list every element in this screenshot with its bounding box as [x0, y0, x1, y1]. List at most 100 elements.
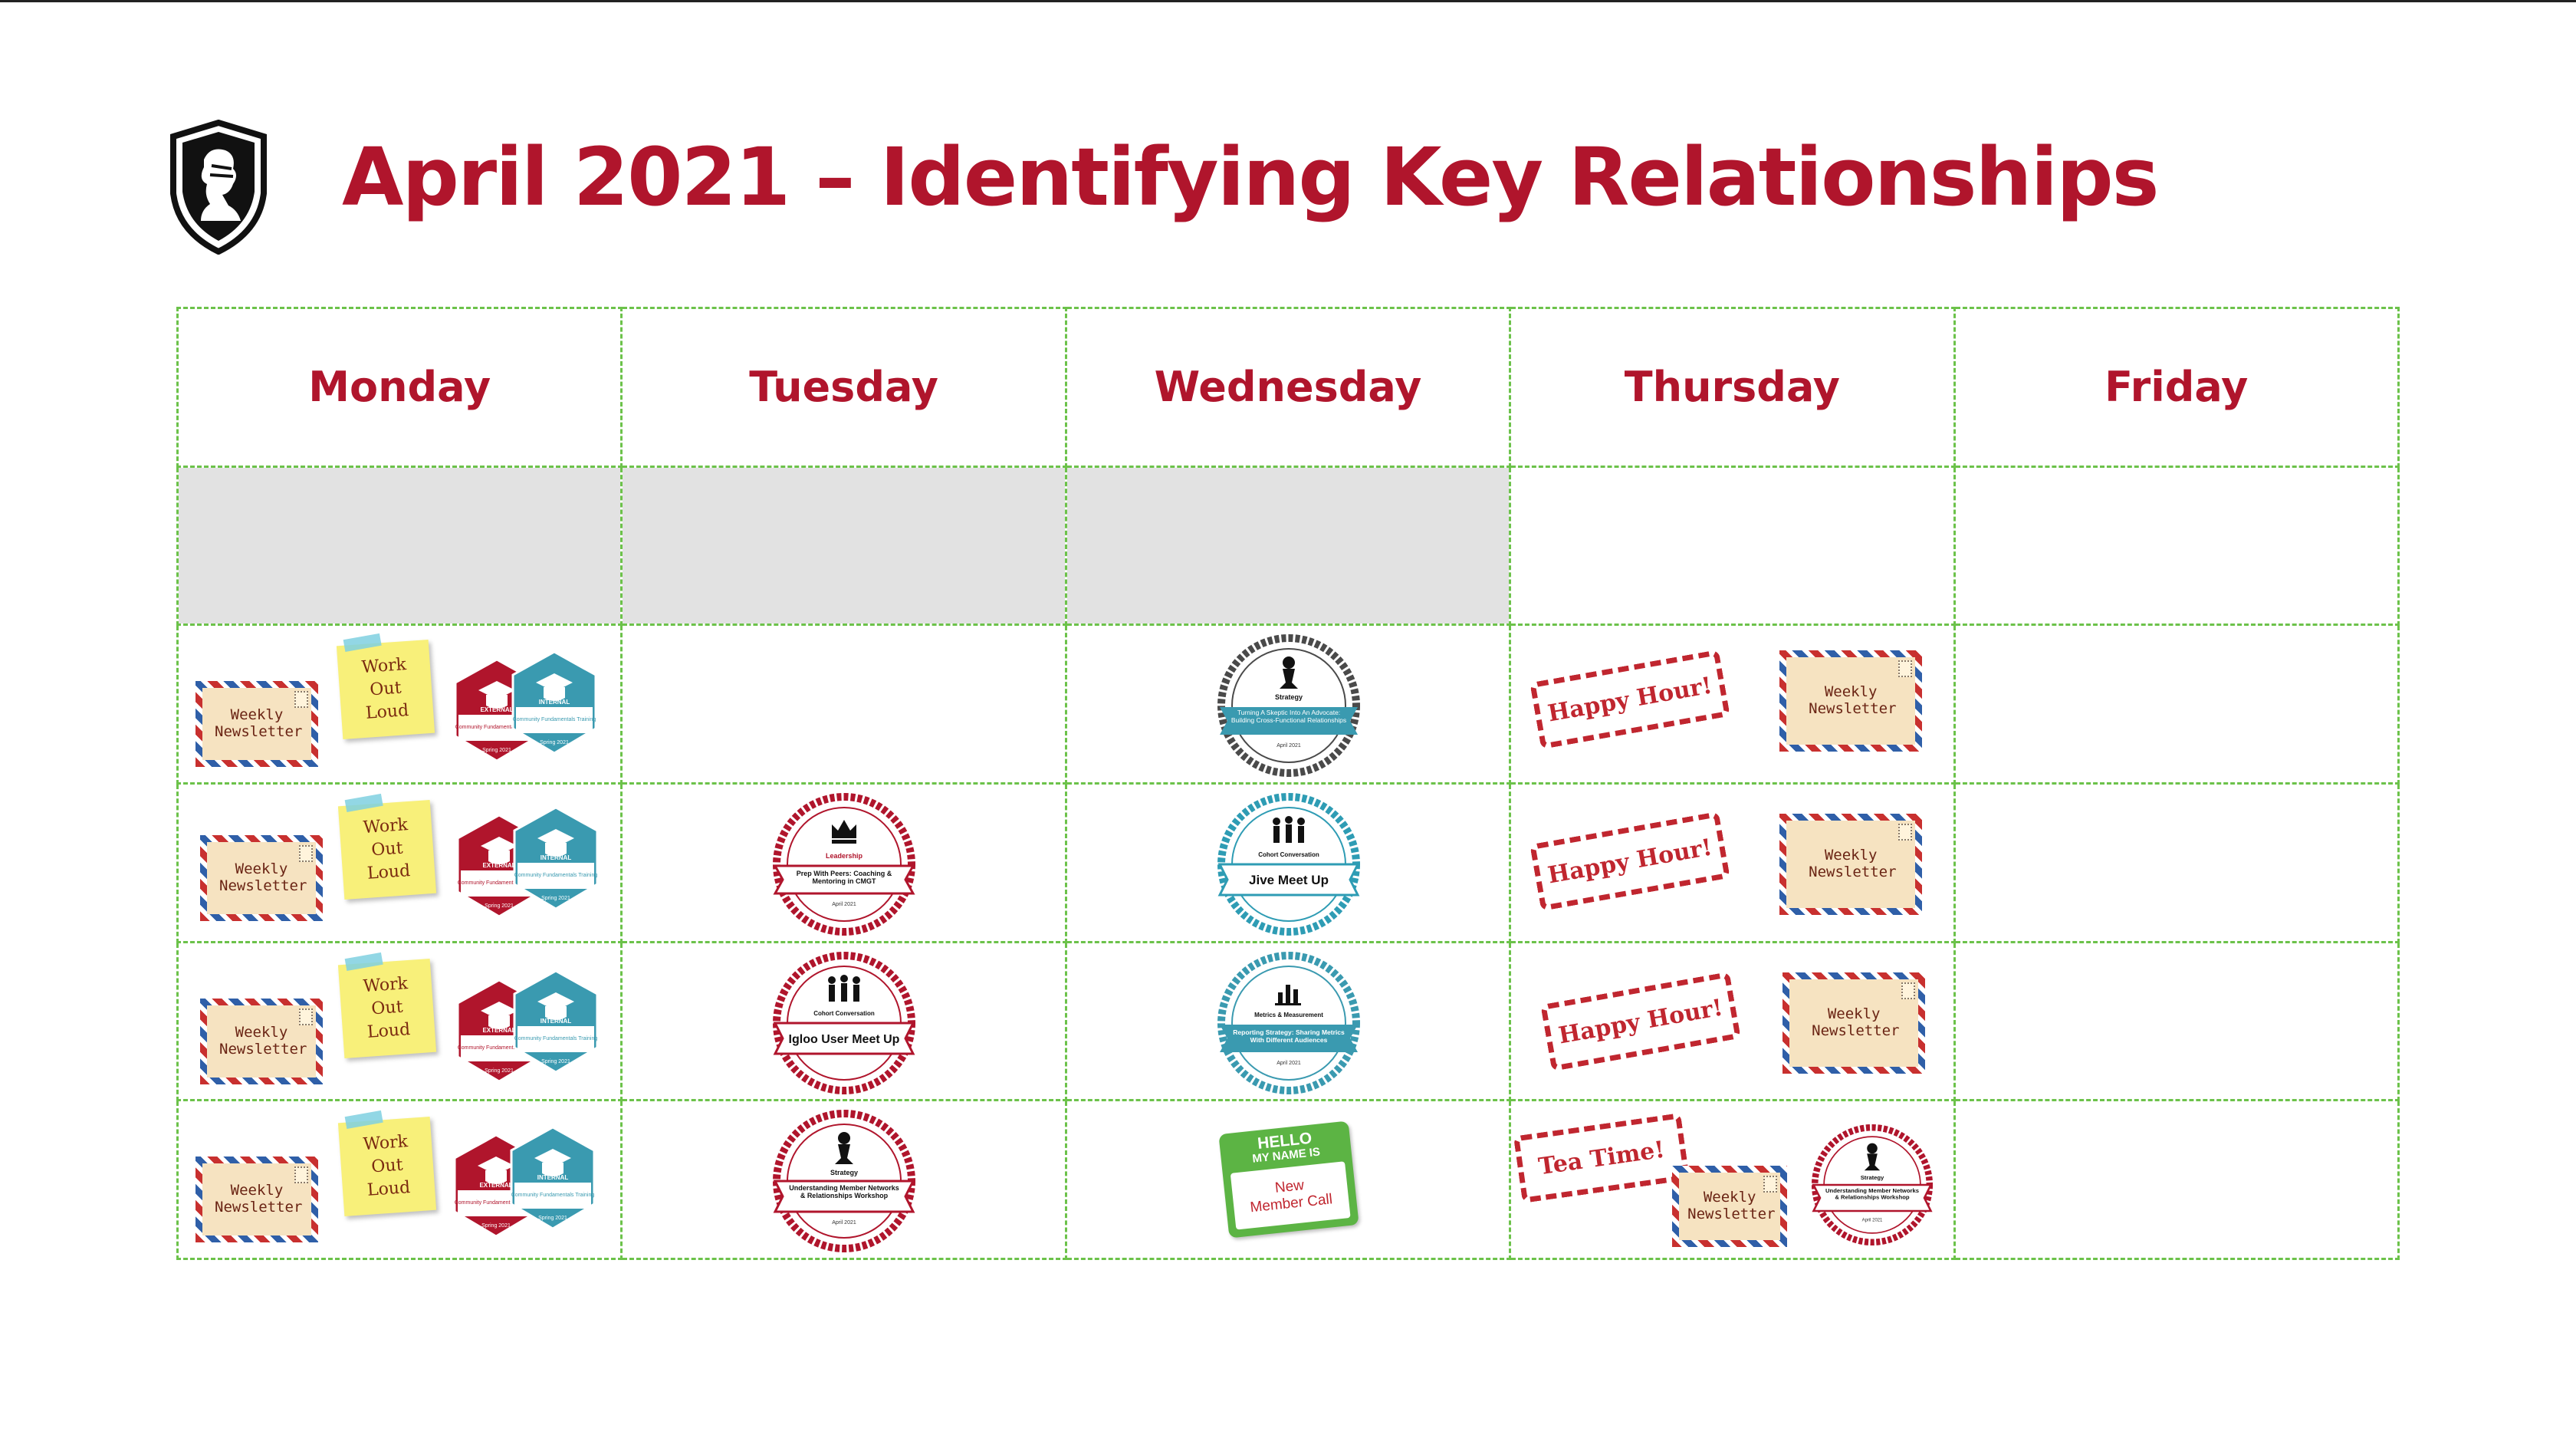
- tea-time-stamp[interactable]: Tea Time!: [1513, 1113, 1691, 1204]
- day-header-wednesday: Wednesday: [1064, 307, 1512, 468]
- calendar-cell: Metrics & Measurement Reporting Strategy…: [1064, 940, 1512, 1102]
- calendar-cell: [1953, 624, 2400, 785]
- badge-type-label: EXTERNAL: [480, 706, 513, 713]
- crown-icon: [832, 819, 857, 844]
- event-title: Reporting Strategy: Sharing Metrics With…: [1233, 1028, 1345, 1044]
- page-title: April 2021 – Identifying Key Relationshi…: [342, 130, 2160, 224]
- badge-term-label: Spring 2021: [540, 740, 569, 745]
- event-seal-tue-w4[interactable]: Strategy Understanding Member Networks &…: [767, 1104, 921, 1258]
- event-seal-tue-w3[interactable]: Cohort Conversation Igloo User Meet Up: [767, 946, 921, 1100]
- badge-type-label: INTERNAL: [540, 854, 572, 861]
- event-category: Metrics & Measurement: [1254, 1012, 1323, 1018]
- event-seal-thu-w4[interactable]: Strategy Understanding Member Networks &…: [1807, 1120, 1937, 1250]
- calendar-cell: Tea Time! Weekly Newsletter Strategy Und…: [1509, 1099, 1956, 1260]
- calendar-cell: Leadership Prep With Peers: Coaching & M…: [620, 781, 1067, 943]
- postage-stamp-icon: [1901, 982, 1916, 999]
- weekly-newsletter-envelope[interactable]: Weekly Newsletter: [200, 834, 323, 921]
- day-header-friday: Friday: [1953, 307, 2400, 468]
- happy-hour-stamp[interactable]: Happy Hour!: [1530, 811, 1730, 912]
- weekly-newsletter-envelope[interactable]: Weekly Newsletter: [1672, 1166, 1788, 1248]
- event-category: Strategy: [1275, 693, 1303, 701]
- badge-course-label: Community Fundamentals Training: [455, 725, 539, 730]
- badge-term-label: Spring 2021: [482, 748, 511, 753]
- badge-course-label: Community Fundamentals Training: [458, 880, 541, 886]
- calendar-cell: Strategy Understanding Member Networks &…: [620, 1099, 1067, 1260]
- weekly-newsletter-envelope[interactable]: Weekly Newsletter: [1779, 650, 1923, 752]
- event-title: Prep With Peers: Coaching & Mentoring in…: [797, 869, 892, 886]
- happy-hour-stamp[interactable]: Happy Hour!: [1530, 650, 1730, 750]
- weekly-newsletter-envelope[interactable]: Weekly Newsletter: [200, 998, 323, 1084]
- postage-stamp-icon: [294, 691, 308, 709]
- day-header-monday: Monday: [176, 307, 623, 468]
- happy-hour-stamp[interactable]: Happy Hour!: [1540, 971, 1741, 1071]
- calendar-grid: Monday Tuesday Wednesday Thursday Friday…: [176, 307, 2400, 1260]
- badge-course-label: Community Fundamentals Training: [514, 873, 598, 878]
- new-member-call-name-tag[interactable]: HELLO MY NAME IS New Member Call: [1218, 1120, 1359, 1239]
- calendar-cell-empty: [1953, 465, 2400, 627]
- calendar-cell-empty: [620, 465, 1067, 627]
- event-seal-tue-w2[interactable]: Leadership Prep With Peers: Coaching & M…: [767, 788, 921, 941]
- badge-type-label: INTERNAL: [539, 699, 570, 706]
- badge-term-label: Spring 2021: [481, 1223, 511, 1229]
- calendar-cell: [1953, 1099, 2400, 1260]
- postage-stamp-icon: [1763, 1176, 1778, 1193]
- calendar-cell: Cohort Conversation Igloo User Meet Up: [620, 940, 1067, 1102]
- tape-icon: [344, 952, 383, 971]
- bar-chart-icon: [1274, 984, 1301, 1005]
- calendar-cell: Weekly Newsletter Work Out Loud EXTERNAL…: [176, 1099, 623, 1260]
- work-out-loud-note[interactable]: Work Out Loud: [337, 952, 437, 1058]
- postage-stamp-icon: [1898, 660, 1913, 678]
- badge-term-label: Spring 2021: [485, 903, 514, 909]
- calendar-cell-empty: [1509, 465, 1956, 627]
- badge-course-label: Community Fundamentals Training: [455, 1200, 538, 1206]
- internal-community-badge[interactable]: INTERNAL Community Fundamentals Training…: [508, 649, 600, 756]
- postage-stamp-icon: [294, 1166, 308, 1184]
- badge-type-label: EXTERNAL: [482, 862, 515, 869]
- people-icon: [1272, 815, 1305, 843]
- calendar-cell: Weekly Newsletter Work Out Loud EXTERNAL…: [176, 781, 623, 943]
- new-member-call-label: New Member Call: [1249, 1177, 1333, 1216]
- work-out-loud-note[interactable]: Work Out Loud: [336, 633, 435, 740]
- event-seal-wed-w1[interactable]: Strategy Turning A Skeptic Into An Advoc…: [1212, 629, 1365, 782]
- event-seal-wed-w3[interactable]: Metrics & Measurement Reporting Strategy…: [1212, 946, 1365, 1100]
- knight-shield-logo-icon: [170, 120, 267, 255]
- event-title: Understanding Member Networks & Relation…: [789, 1184, 900, 1200]
- event-date: April 2021: [833, 902, 857, 907]
- weekly-newsletter-envelope[interactable]: Weekly Newsletter: [1783, 972, 1926, 1074]
- calendar-cell: [620, 624, 1067, 785]
- calendar-cell: Cohort Conversation Jive Meet Up: [1064, 781, 1512, 943]
- event-date: April 2021: [1862, 1219, 1883, 1223]
- weekly-newsletter-envelope[interactable]: Weekly Newsletter: [1779, 813, 1923, 915]
- event-seal-wed-w2[interactable]: Cohort Conversation Jive Meet Up: [1212, 788, 1365, 941]
- internal-community-badge[interactable]: INTERNAL Community Fundamentals Training…: [510, 968, 602, 1075]
- event-category: Strategy: [1861, 1174, 1884, 1181]
- event-date: April 2021: [1276, 1061, 1301, 1066]
- postage-stamp-icon: [1898, 823, 1913, 841]
- tape-icon: [343, 633, 382, 653]
- calendar-cell-empty: [176, 465, 623, 627]
- people-icon: [828, 974, 861, 1002]
- event-title: Turning A Skeptic Into An Advocate: Buil…: [1230, 709, 1346, 725]
- calendar-cell: [1953, 781, 2400, 943]
- calendar-cell: Happy Hour! Weekly Newsletter: [1509, 624, 1956, 785]
- badge-term-label: Spring 2021: [538, 1216, 567, 1221]
- badge-type-label: INTERNAL: [540, 1018, 572, 1025]
- calendar-cell: Happy Hour! Weekly Newsletter: [1509, 940, 1956, 1102]
- work-out-loud-note[interactable]: Work Out Loud: [337, 793, 437, 900]
- internal-community-badge[interactable]: INTERNAL Community Fundamentals Training…: [507, 1124, 599, 1232]
- badge-term-label: Spring 2021: [541, 896, 570, 901]
- work-out-loud-note[interactable]: Work Out Loud: [337, 1110, 437, 1217]
- event-title: Understanding Member Networks & Relation…: [1825, 1187, 1920, 1201]
- badge-course-label: Community Fundamentals Training: [511, 1193, 595, 1198]
- tape-icon: [344, 1110, 383, 1130]
- internal-community-badge[interactable]: INTERNAL Community Fundamentals Training…: [510, 804, 602, 912]
- badge-type-label: INTERNAL: [537, 1174, 569, 1181]
- weekly-newsletter-envelope[interactable]: Weekly Newsletter: [196, 1157, 318, 1243]
- event-category: Strategy: [830, 1169, 858, 1176]
- badge-course-label: Community Fundamentals Training: [458, 1045, 541, 1051]
- tape-icon: [344, 793, 383, 812]
- top-border-line: [0, 0, 2576, 2]
- day-header-thursday: Thursday: [1509, 307, 1956, 468]
- calendar-cell: Weekly Newsletter Work Out Loud EXTERNAL…: [176, 940, 623, 1102]
- weekly-newsletter-envelope[interactable]: Weekly Newsletter: [196, 681, 318, 768]
